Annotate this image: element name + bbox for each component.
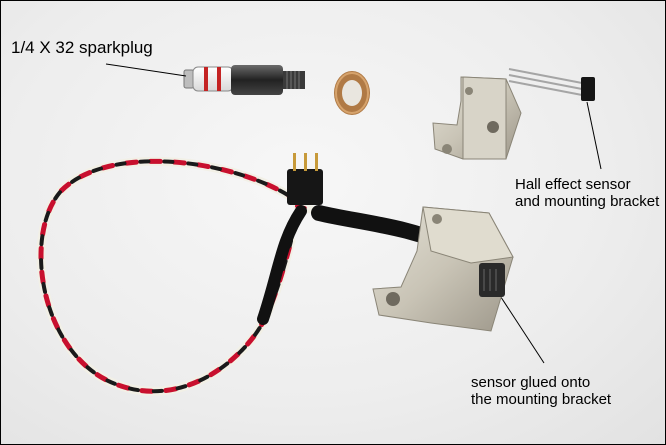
small-mounting-bracket [432, 76, 522, 160]
label-hall-sensor-line2: and mounting bracket [515, 193, 660, 210]
connector-plug [287, 153, 323, 205]
label-glued-sensor: sensor glued onto the mounting bracket [471, 374, 611, 408]
heat-shrink-tube-left [257, 205, 307, 325]
leader-line-hall-sensor [586, 101, 602, 170]
label-glued-sensor-line2: the mounting bracket [471, 391, 612, 408]
sparkplug [183, 65, 305, 95]
large-mounting-bracket [372, 206, 514, 332]
label-glued-sensor-line1: sensor glued onto [471, 374, 591, 391]
leader-line-sparkplug [105, 63, 187, 77]
label-hall-sensor: Hall effect sensor and mounting bracket [515, 176, 659, 210]
label-sparkplug: 1/4 X 32 sparkplug [11, 38, 153, 58]
glued-hall-sensor [479, 263, 505, 297]
copper-washer [334, 71, 370, 115]
label-sparkplug-text: 1/4 X 32 sparkplug [11, 38, 153, 57]
hall-effect-sensor [508, 68, 595, 101]
leader-line-glued-sensor [494, 287, 545, 364]
label-hall-sensor-line1: Hall effect sensor [515, 176, 631, 193]
